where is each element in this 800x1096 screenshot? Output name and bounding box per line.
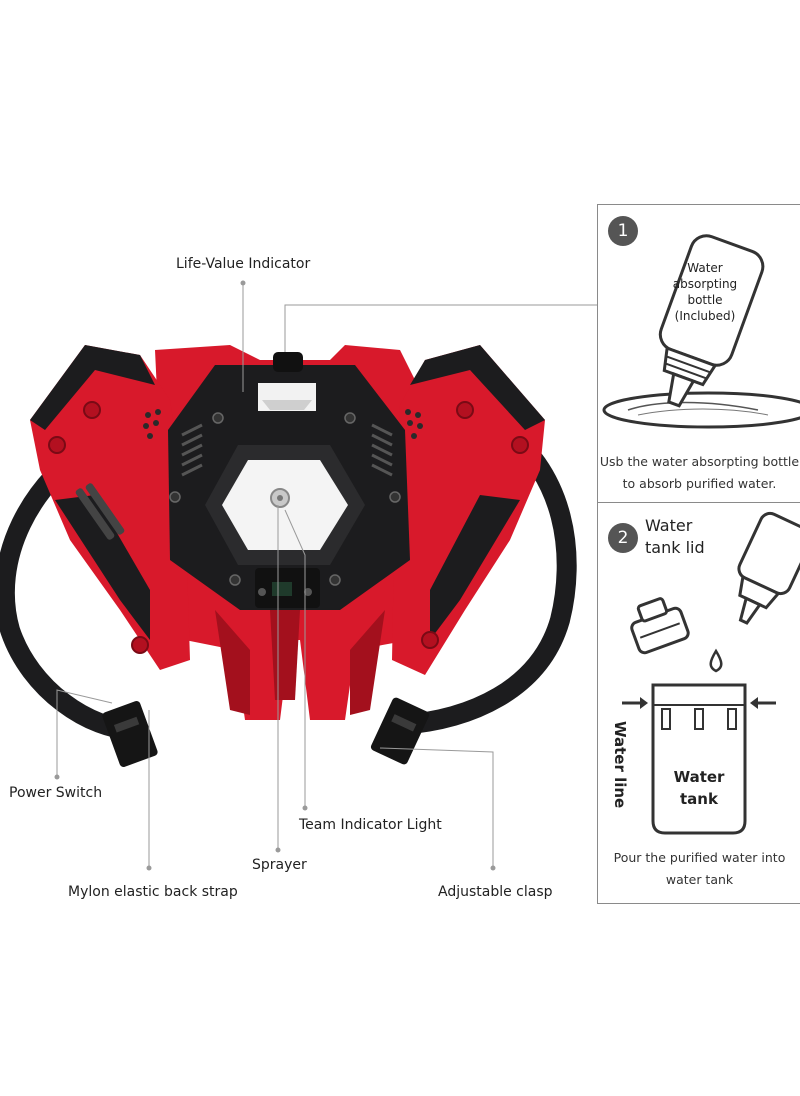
power-switch-label: Power Switch xyxy=(9,785,103,801)
step-1-caption: Usb the water absorpting bottle to absor… xyxy=(599,454,800,491)
absorbing-bottle-icon xyxy=(602,234,800,429)
adjustable-clasp-label: Adjustable clasp xyxy=(438,884,553,900)
team-indicator-light-label: Team Indicator Light xyxy=(299,817,442,833)
step-2-panel: 2 Water tank lid Water line Water xyxy=(597,502,800,904)
water-tank-icon xyxy=(622,511,800,835)
step-2-number: 2 xyxy=(608,523,638,553)
sprayer-label: Sprayer xyxy=(252,857,307,873)
back-strap-label: Mylon elastic back strap xyxy=(68,884,238,900)
right-back-strap xyxy=(390,410,577,735)
water-vest-illustration xyxy=(0,345,577,767)
water-line-label: Water line xyxy=(611,721,629,809)
life-value-indicator-label: Life-Value Indicator xyxy=(176,256,311,272)
step-2-caption: Pour the purified water into water tank xyxy=(613,850,786,887)
bottle-text: Water absorpting bottle (Inclubed) xyxy=(672,261,738,323)
left-buckle xyxy=(102,701,158,767)
step-1-number: 1 xyxy=(608,216,638,246)
water-tank-lid-label: Water tank lid xyxy=(645,516,705,557)
water-tank-label: Water tank xyxy=(673,768,725,808)
left-wing xyxy=(30,345,190,670)
step-1-panel: 1 Water absorpting bottle (Inclubed) Usb… xyxy=(597,204,800,504)
